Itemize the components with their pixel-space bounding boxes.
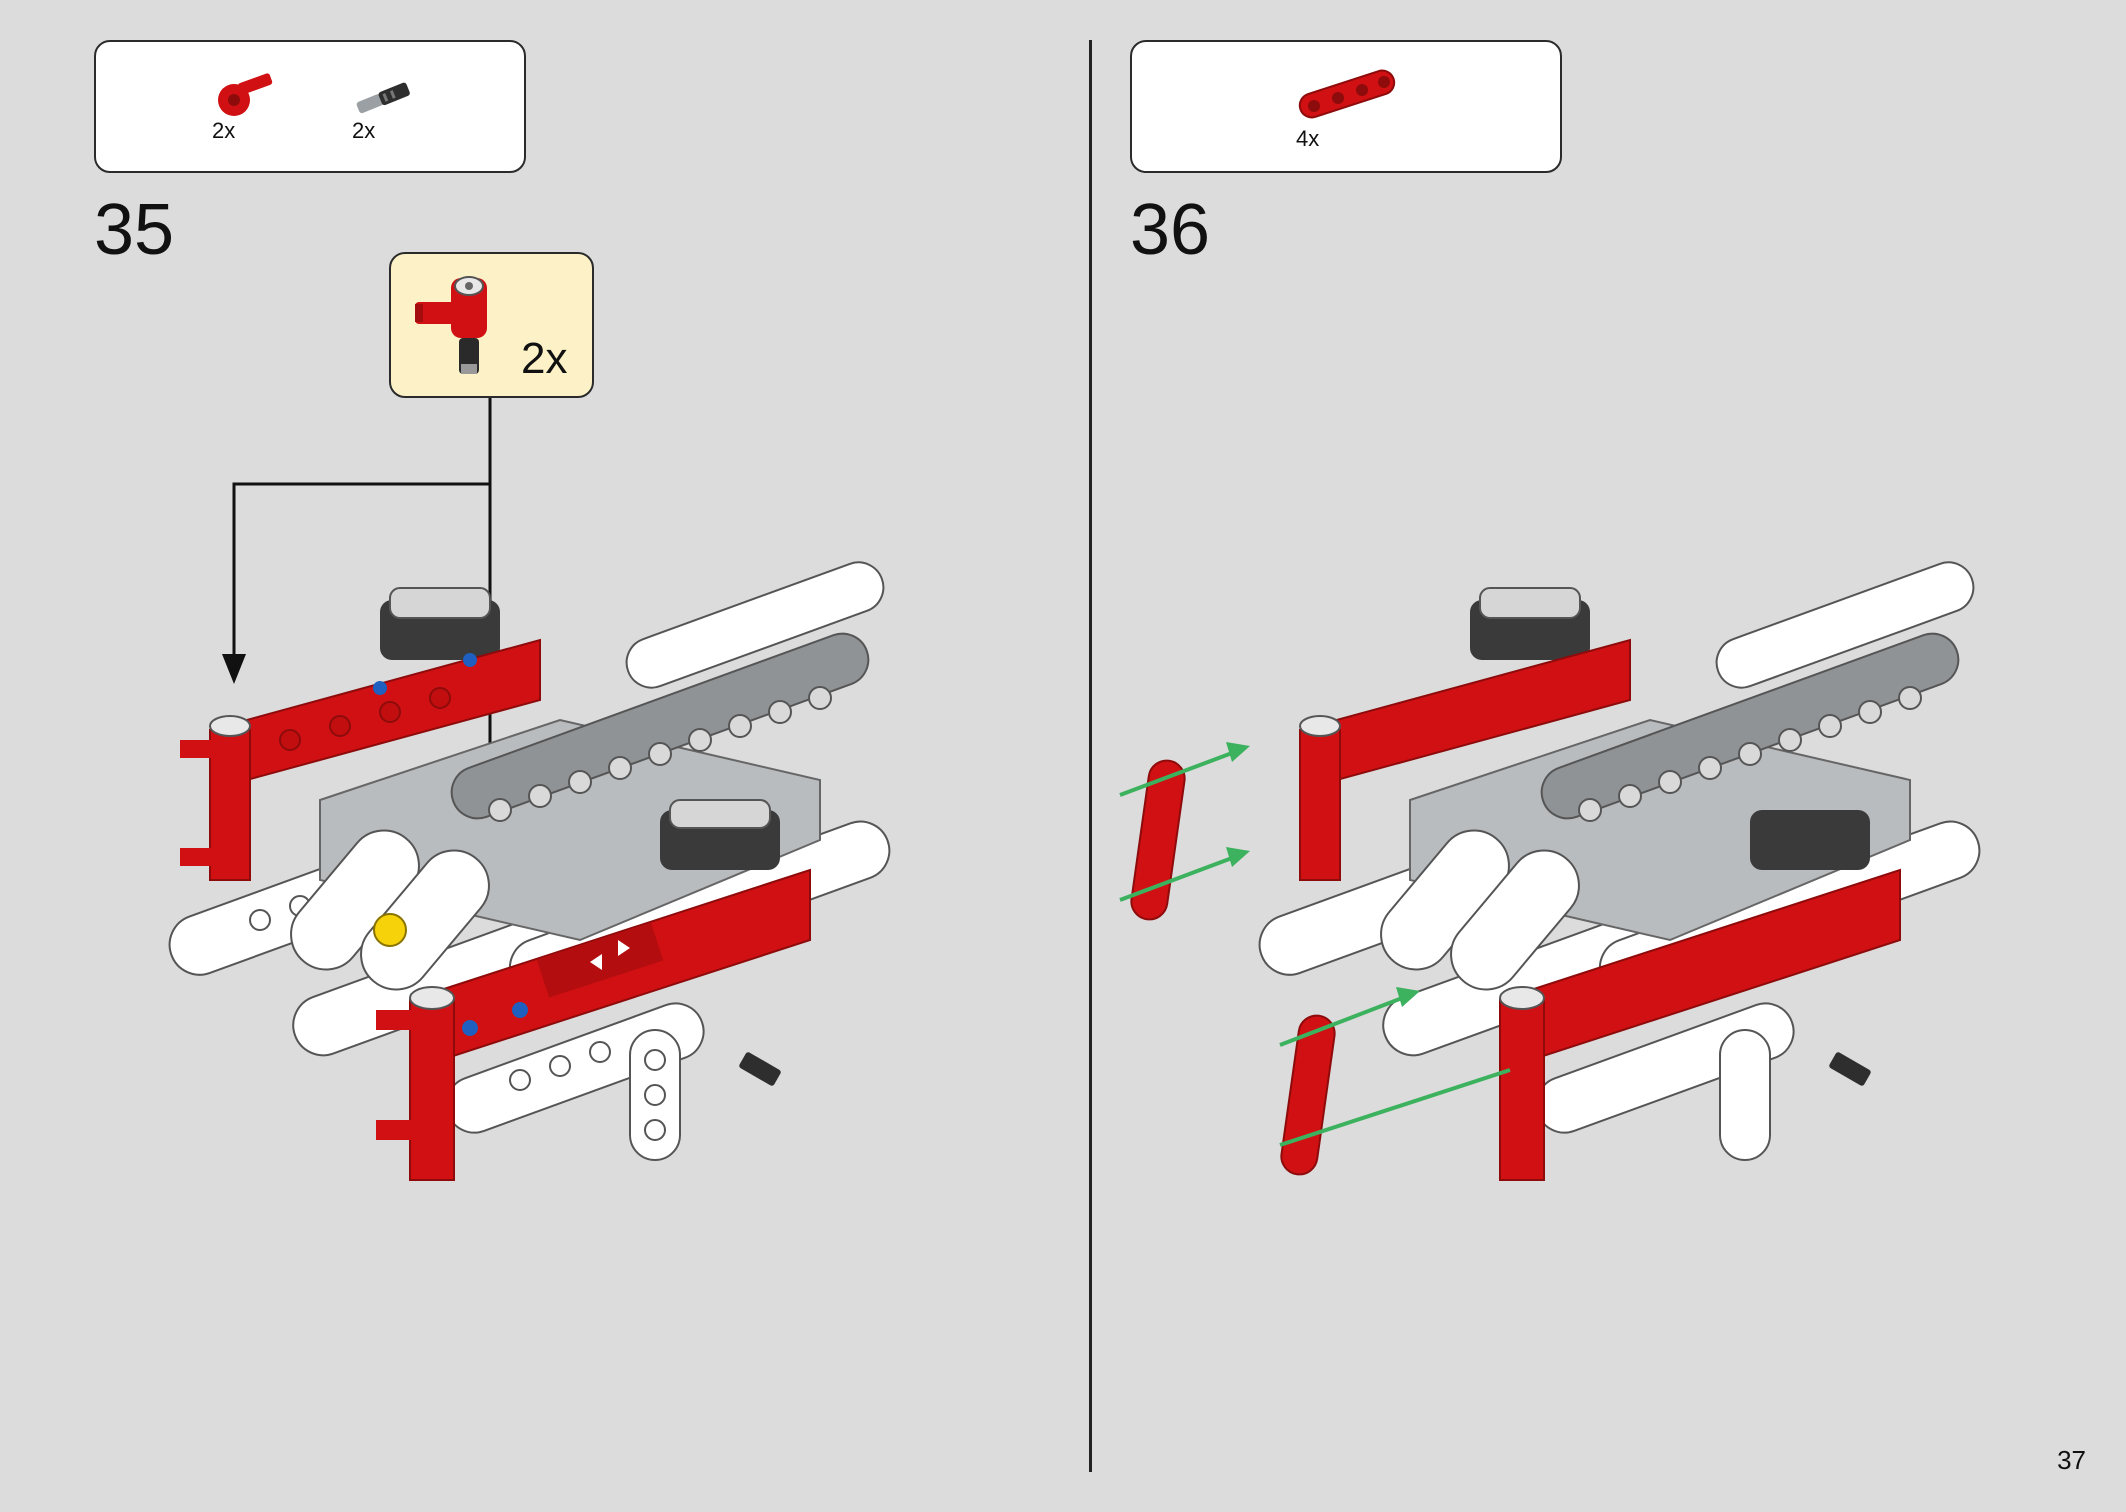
page-number: 37 bbox=[2057, 1445, 2086, 1475]
page-divider bbox=[1089, 40, 1092, 1472]
step36-model-illustration bbox=[1258, 561, 1981, 1181]
black-pin-with-axle-icon bbox=[356, 82, 410, 114]
step35-model-illustration bbox=[168, 561, 891, 1181]
part-qty: 2x bbox=[212, 118, 236, 143]
step-number: 35 bbox=[94, 190, 175, 270]
callout-qty: 2x bbox=[521, 334, 568, 383]
red-connector-with-pin-icon bbox=[415, 276, 487, 374]
red-beam-icon bbox=[1298, 69, 1396, 119]
step-number: 36 bbox=[1130, 190, 1211, 270]
part-qty: 2x bbox=[352, 118, 376, 143]
step35-parts-box: 2x 2x bbox=[94, 40, 526, 173]
step36-parts-box: 4x bbox=[1130, 40, 1562, 173]
part-qty: 4x bbox=[1296, 126, 1320, 151]
red-axle-connector-icon bbox=[218, 73, 273, 116]
step36-attach-arrows bbox=[1119, 742, 1511, 1176]
subassembly-callout: 2x bbox=[389, 252, 594, 398]
